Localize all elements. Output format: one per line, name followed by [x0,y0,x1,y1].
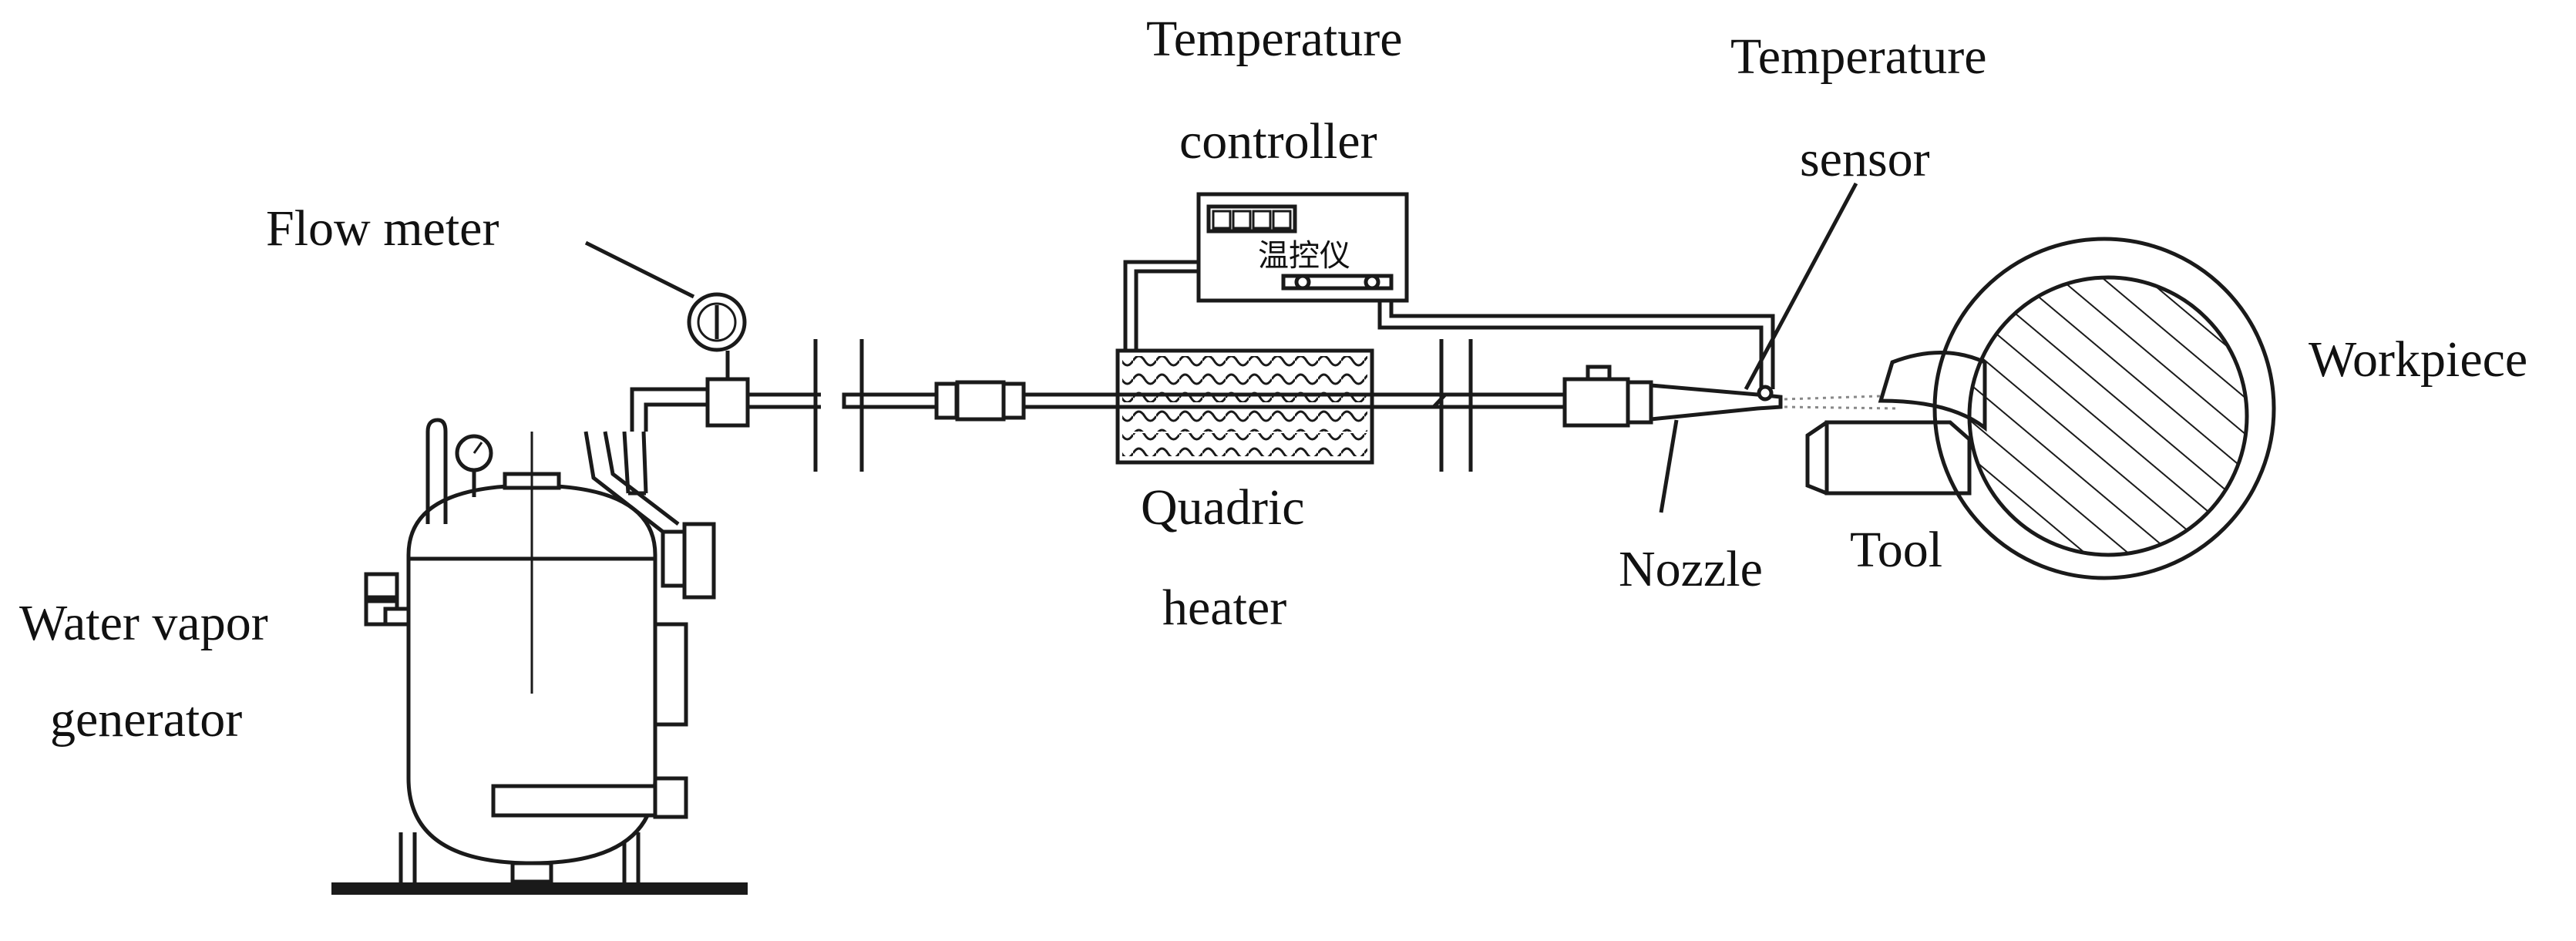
label-tool: Tool [1850,522,1942,578]
generator-base-plate [331,882,748,895]
label-temperature-controller-line2: controller [1179,113,1377,170]
temperature-controller: 温控仪 [1123,192,1775,389]
workpiece [1878,237,2276,580]
workpiece-hatched-section [1967,275,2249,557]
temperature-sensor-tip [1757,385,1774,402]
label-flow-meter: Flow meter [266,200,499,257]
main-pipeline [748,339,1565,472]
label-quadric-heater: Quadric [1141,479,1305,536]
label-temperature-sensor: Temperature [1730,29,1987,85]
quadric-heater [1115,348,1374,465]
label-quadric-heater-line2: heater [1162,580,1286,636]
pipe-union-fitting [934,381,959,420]
label-temperature-sensor-line2: sensor [1800,131,1930,187]
label-temperature-controller: Temperature [1146,11,1403,67]
flow-meter [584,240,750,428]
controller-panel-text: 温控仪 [1258,238,1350,274]
generator-window-slot [491,784,681,818]
cutting-tool [1805,420,1972,496]
label-nozzle: Nozzle [1619,541,1763,597]
water-vapor-generator [331,387,748,895]
label-workpiece: Workpiece [2309,331,2527,388]
nozzle [1562,182,1928,513]
label-water-vapor-generator: Water vapor [19,595,268,651]
label-water-vapor-generator-line2: generator [50,691,242,748]
